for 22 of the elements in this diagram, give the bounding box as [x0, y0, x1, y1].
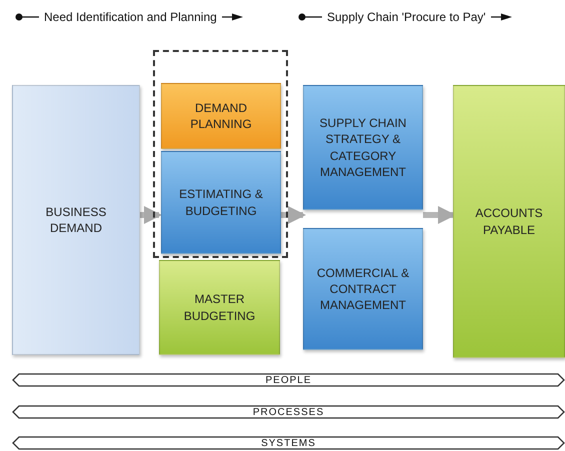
- process-box: [303, 85, 423, 210]
- process-box: [12, 85, 140, 355]
- process-box: [159, 260, 280, 355]
- box-label: COMMERCIAL & CONTRACT MANAGEMENT: [316, 264, 410, 314]
- box-label: DEMAND PLANNING: [189, 100, 253, 132]
- band-label: PEOPLE: [265, 374, 312, 386]
- box-label: ESTIMATING & BUDGETING: [178, 186, 264, 219]
- phase-heading: Need Identification and Planning: [44, 10, 217, 24]
- process-box: [453, 85, 565, 358]
- arrow: [140, 206, 162, 224]
- box-label: SUPPLY CHAIN STRATEGY & CATEGORY MANAGEMENT: [318, 115, 408, 180]
- box-label: ACCOUNTS PAYABLE: [474, 205, 544, 238]
- process-box: [161, 83, 281, 149]
- arrow: [279, 206, 306, 224]
- box-label: MASTER BUDGETING: [182, 291, 256, 324]
- phase-heading: Supply Chain 'Procure to Pay': [327, 10, 486, 24]
- process-box: [303, 228, 423, 350]
- band-label: PROCESSES: [252, 406, 324, 418]
- dashed-group-box: [153, 50, 288, 258]
- process-box: [161, 151, 281, 254]
- box-label: BUSINESS DEMAND: [44, 204, 108, 236]
- band-label: SYSTEMS: [261, 438, 316, 448]
